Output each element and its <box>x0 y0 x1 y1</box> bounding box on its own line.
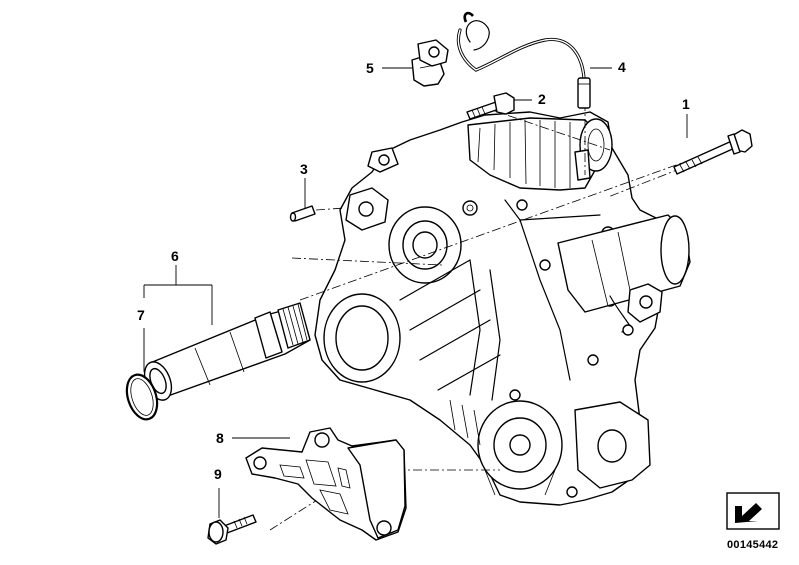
part-3-dowel-pin <box>289 205 316 222</box>
part-4-sensor-wire <box>456 11 591 109</box>
transfer-case-housing <box>314 111 661 506</box>
callout-4[interactable]: 4 <box>618 59 626 75</box>
callout-1[interactable]: 1 <box>682 96 690 112</box>
leader-lines <box>143 67 688 518</box>
callout-9[interactable]: 9 <box>214 466 222 482</box>
part-2-bolt <box>466 92 515 120</box>
callout-7[interactable]: 7 <box>137 307 145 323</box>
actuator-motor <box>557 214 691 336</box>
callout-3[interactable]: 3 <box>300 161 308 177</box>
callout-2[interactable]: 2 <box>538 91 546 107</box>
document-number: 00145442 <box>727 539 779 551</box>
callout-5[interactable]: 5 <box>366 60 374 76</box>
part-8-bracket <box>245 427 407 541</box>
part-5-clip <box>411 39 449 87</box>
callout-6[interactable]: 6 <box>171 248 179 264</box>
part-7-o-ring <box>125 373 159 421</box>
part-6-output-shaft <box>143 302 311 401</box>
arrow-badge-icon[interactable] <box>726 492 780 530</box>
part-9-screw <box>207 514 257 545</box>
callout-8[interactable]: 8 <box>216 430 224 446</box>
part-1-bolt <box>673 129 753 175</box>
